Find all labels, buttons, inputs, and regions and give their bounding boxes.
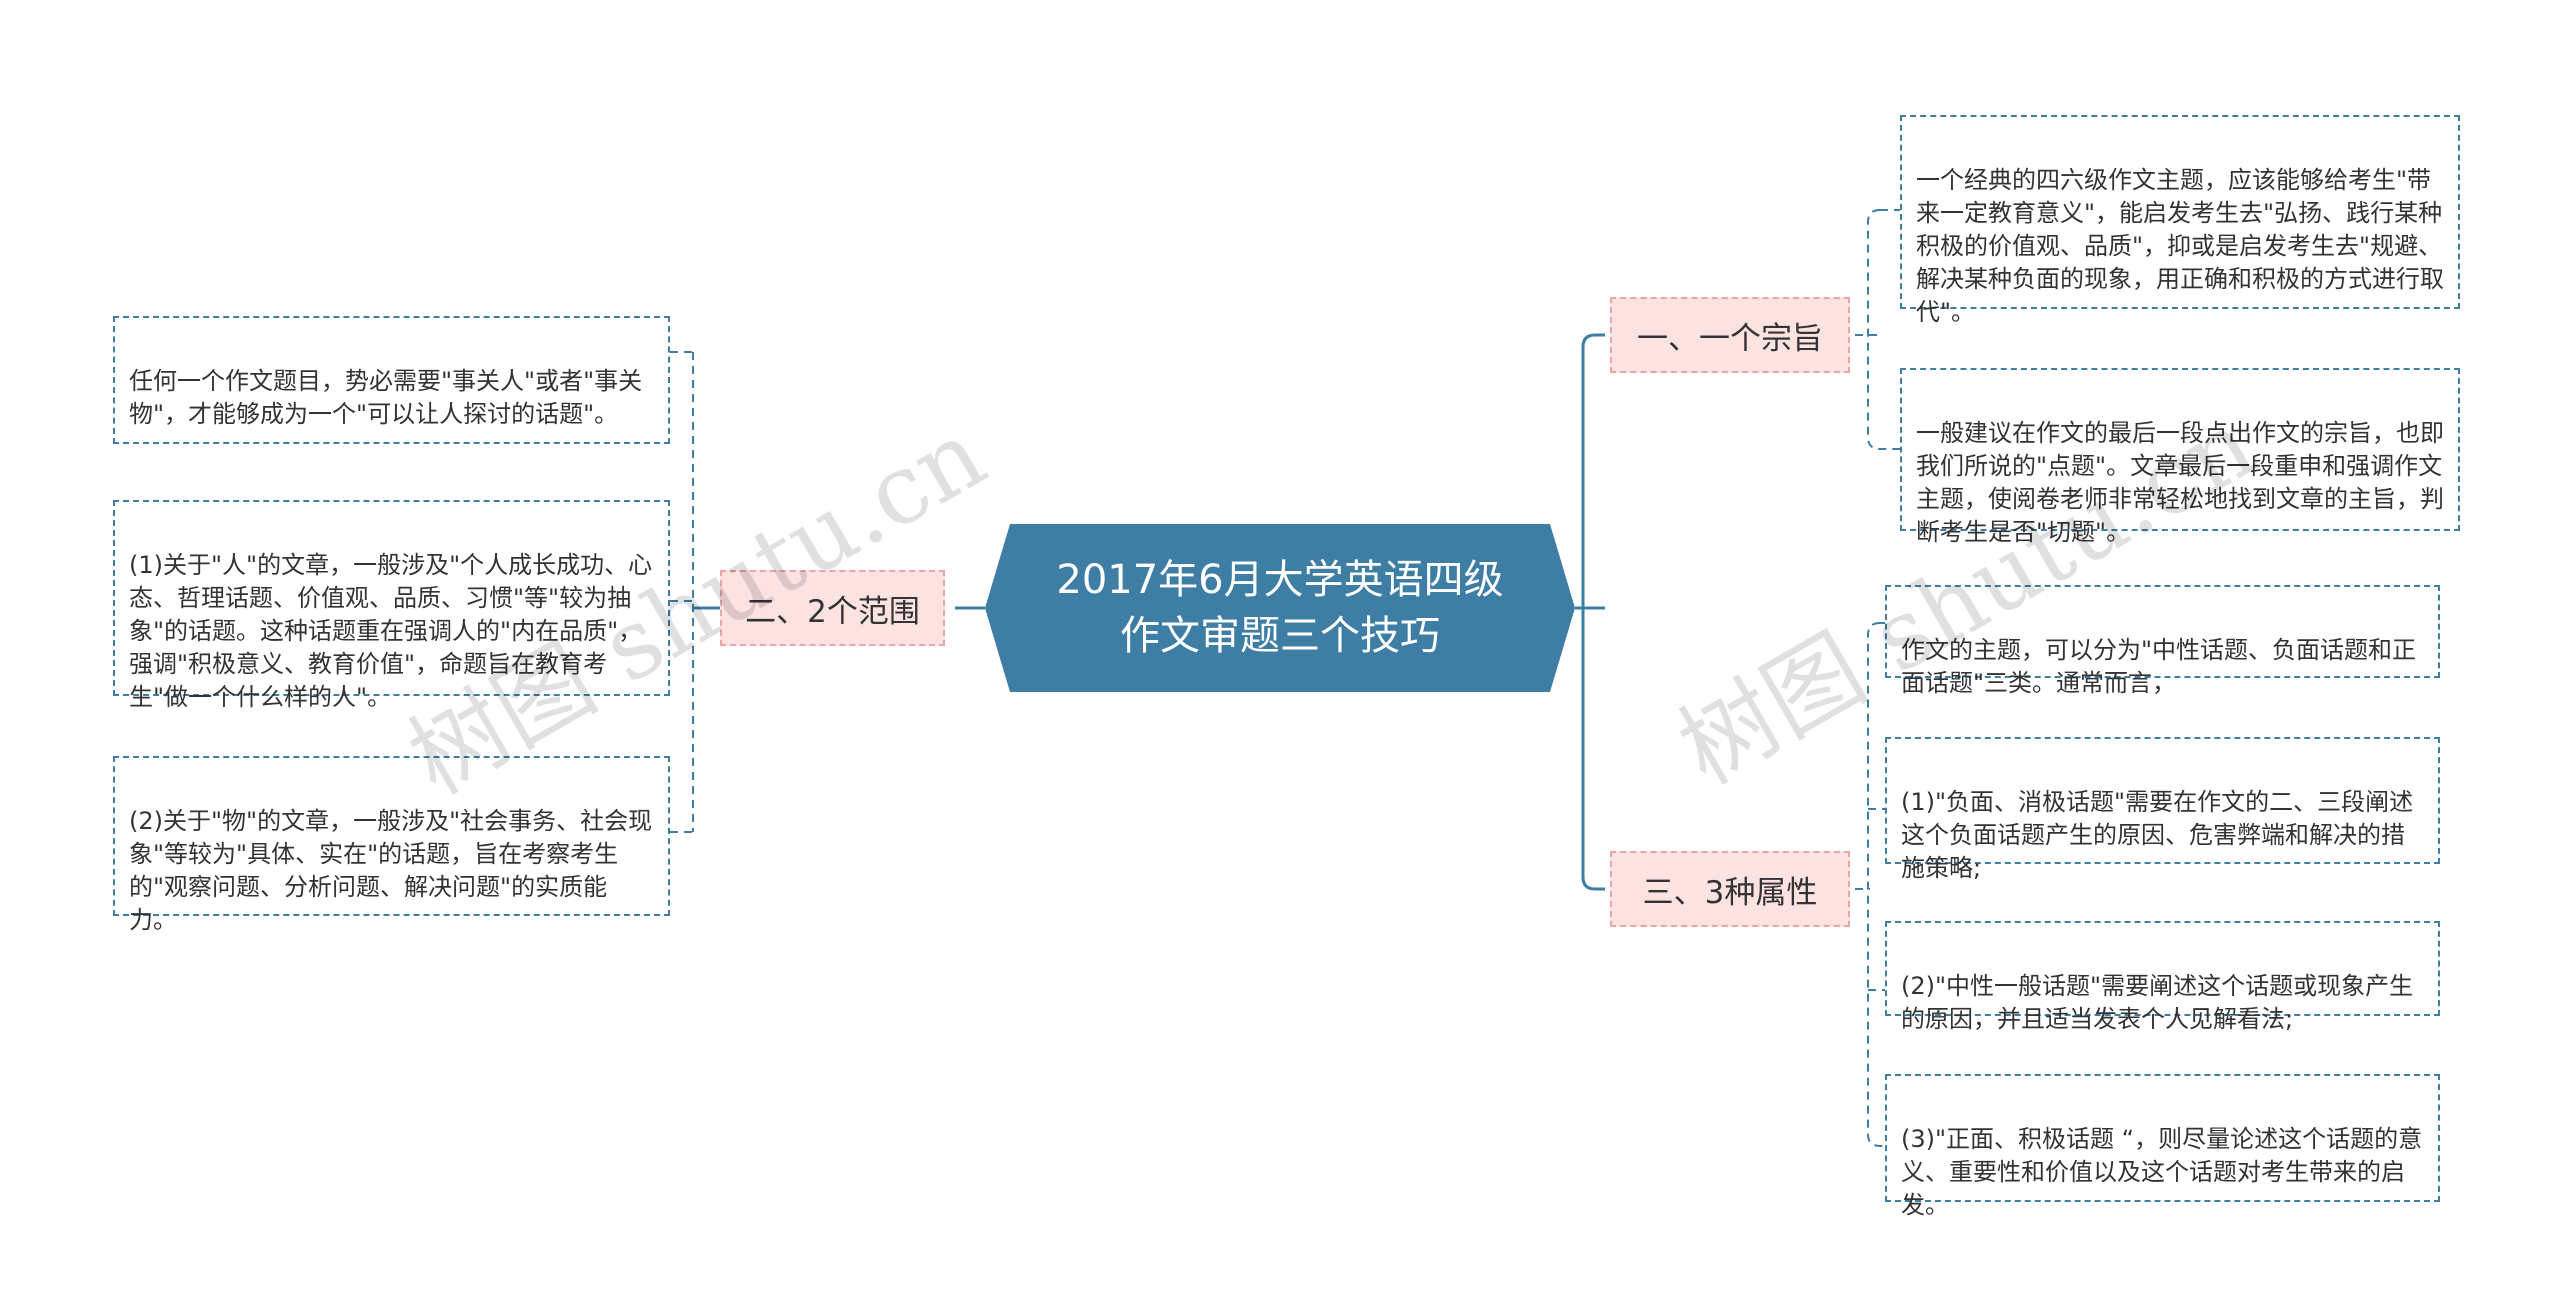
branch-three-label: 三、3种属性 [1642,874,1818,911]
branch-two-scope[interactable]: 二、2个范围 [720,570,945,646]
branch-one-purpose[interactable]: 一、一个宗旨 [1610,297,1850,373]
connector-two-leaves [670,351,694,833]
leaf-three-2[interactable]: (1)"负面、消极话题"需要在作文的二、三段阐述这个负面话题产生的原因、危害弊端… [1885,737,2440,882]
leaf-two-2-text: (1)关于"人"的文章，一般涉及"个人成长成功、心态、哲理话题、价值观、品质、习… [129,551,653,711]
leaf-three-1-text: 作文的主题，可以分为"中性话题、负面话题和正面话题"三类。通常而言， [1901,636,2417,697]
leaf-one-2-text: 一般建议在作文的最后一段点出作文的宗旨，也即我们所说的"点题"。文章最后一段重申… [1916,419,2444,546]
leaf-two-3[interactable]: (2)关于"物"的文章，一般涉及"社会事务、社会现象"等较为"具体、实在"的话题… [113,756,670,934]
connector-three-leaves [1855,622,1900,1147]
connector-right-trunk [1581,333,1605,891]
leaf-three-3[interactable]: (2)"中性一般话题"需要阐述这个话题或现象产生的原因，并且适当发表个人见解看法… [1885,921,2440,1033]
branch-two-label: 二、2个范围 [745,593,920,630]
leaf-two-2[interactable]: (1)关于"人"的文章，一般涉及"个人成长成功、心态、哲理话题、价值观、品质、习… [113,500,670,711]
leaf-two-1-text: 任何一个作文题目，势必需要"事关人"或者"事关物"，才能够成为一个"可以让人探讨… [129,367,643,428]
leaf-three-4[interactable]: (3)"正面、积极话题 “，则尽量论述这个话题的意义、重要性和价值以及这个话题对… [1885,1074,2440,1219]
leaf-one-1-text: 一个经典的四六级作文主题，应该能够给考生"带来一定教育意义"，能启发考生去"弘扬… [1916,166,2444,326]
branch-one-label: 一、一个宗旨 [1637,320,1823,357]
root-shape [985,524,1575,692]
leaf-three-4-text: (3)"正面、积极话题 “，则尽量论述这个话题的意义、重要性和价值以及这个话题对… [1901,1125,2423,1219]
root-topic-label: 2017年6月大学英语四级 作文审题三个技巧 [1056,557,1504,659]
root-topic[interactable]: 2017年6月大学英语四级 作文审题三个技巧 [985,524,1575,692]
leaf-two-3-text: (2)关于"物"的文章，一般涉及"社会事务、社会现象"等较为"具体、实在"的话题… [129,807,653,934]
leaf-three-1[interactable]: 作文的主题，可以分为"中性话题、负面话题和正面话题"三类。通常而言， [1885,585,2440,697]
leaf-three-2-text: (1)"负面、消极话题"需要在作文的二、三段阐述这个负面话题产生的原因、危害弊端… [1901,788,2414,882]
connector-one-leaves [1855,209,1900,450]
leaf-three-3-text: (2)"中性一般话题"需要阐述这个话题或现象产生的原因，并且适当发表个人见解看法… [1901,972,2414,1033]
leaf-one-1[interactable]: 一个经典的四六级作文主题，应该能够给考生"带来一定教育意义"，能启发考生去"弘扬… [1900,115,2460,326]
branch-three-attributes[interactable]: 三、3种属性 [1610,851,1850,927]
leaf-two-1[interactable]: 任何一个作文题目，势必需要"事关人"或者"事关物"，才能够成为一个"可以让人探讨… [113,316,670,444]
leaf-one-2[interactable]: 一般建议在作文的最后一段点出作文的宗旨，也即我们所说的"点题"。文章最后一段重申… [1900,368,2460,546]
